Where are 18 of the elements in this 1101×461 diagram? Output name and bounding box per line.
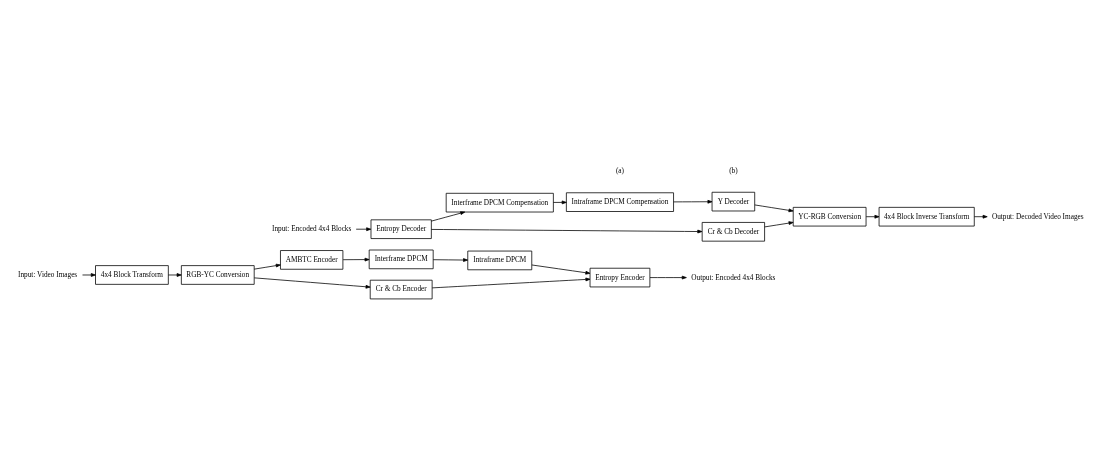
arrow [253, 277, 371, 289]
arrow [168, 273, 182, 277]
arrow [673, 199, 713, 204]
arrow [865, 214, 880, 219]
arrow [355, 227, 372, 232]
arrow [431, 229, 703, 234]
arrow [764, 221, 794, 228]
arrow [531, 264, 591, 275]
arrow [342, 257, 370, 262]
arrow [253, 263, 281, 270]
arrow [431, 277, 591, 289]
arrow [649, 275, 687, 280]
arrow [430, 211, 466, 222]
arrow [553, 200, 567, 205]
arrow [432, 258, 469, 262]
arrow [754, 204, 794, 213]
arrow [973, 214, 988, 219]
arrow [82, 273, 96, 277]
